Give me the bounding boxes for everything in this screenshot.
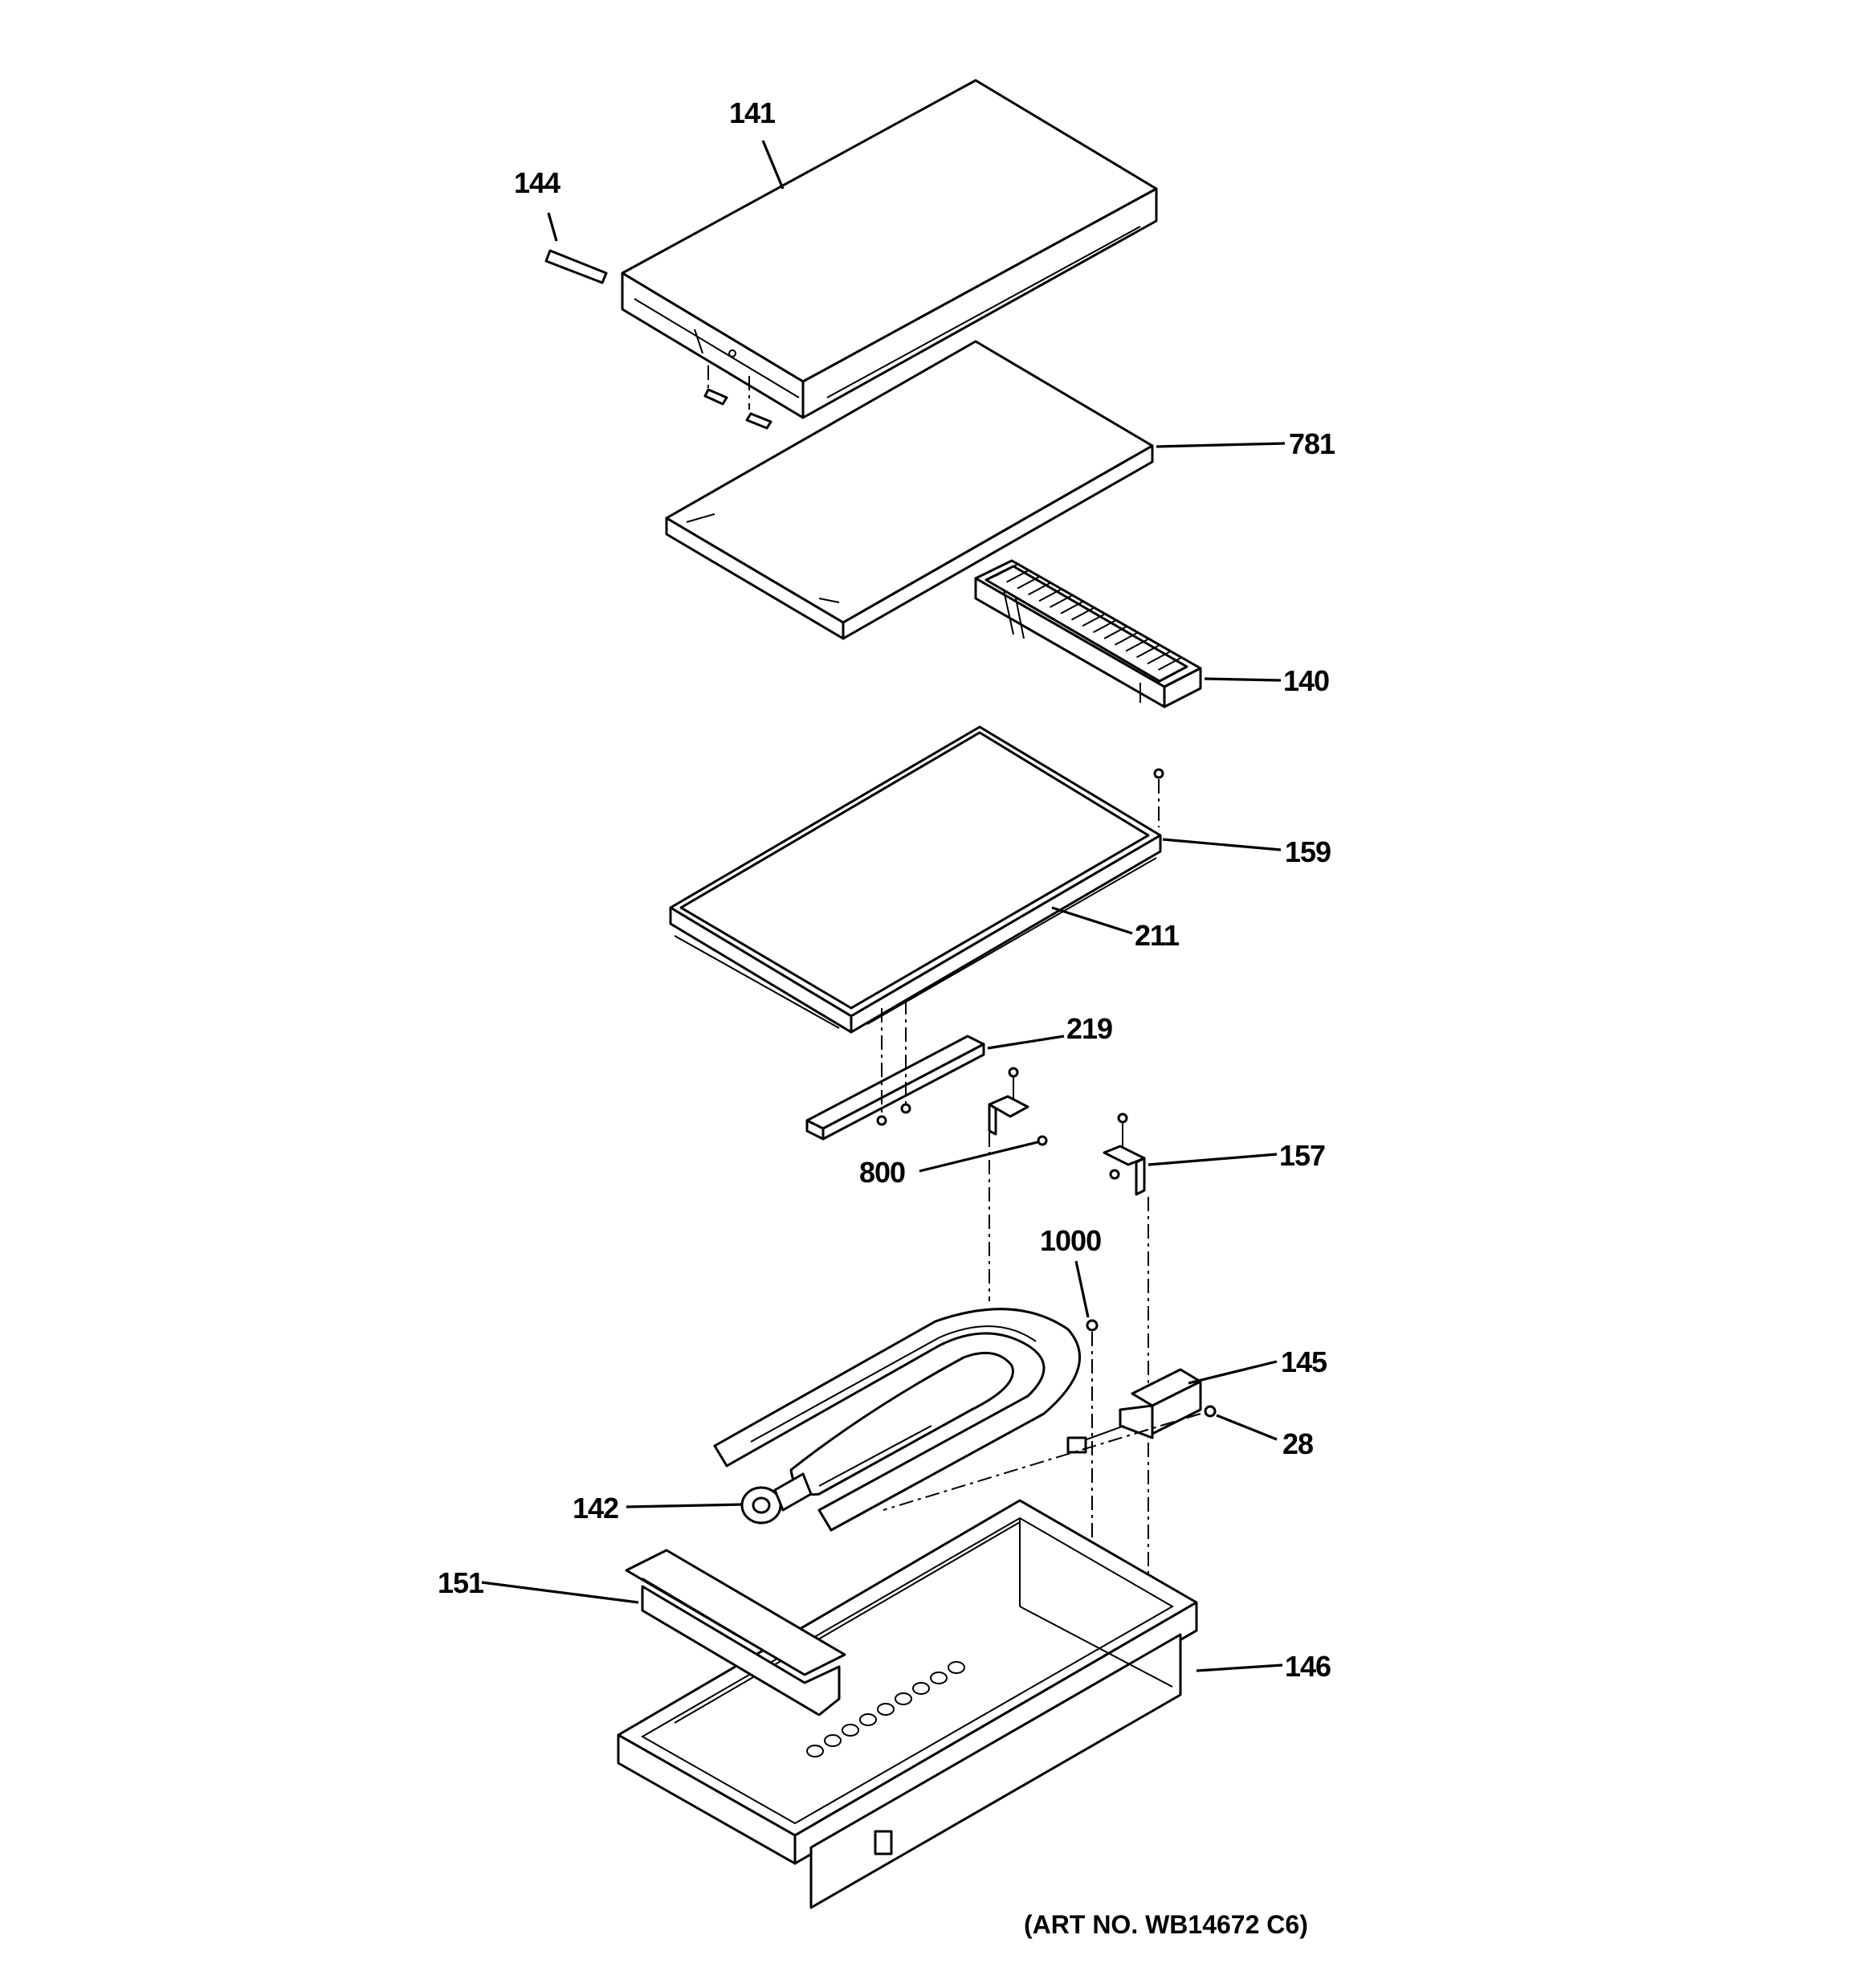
part-146-holes [806,1661,965,1757]
grille-slot [1038,588,1062,602]
callout-141: 141 [729,96,776,129]
vent-hole [859,1713,877,1726]
grille-slot [995,563,1019,577]
callout-144: 144 [514,166,561,199]
grille-slot [1103,626,1127,639]
part-146-box[interactable] [617,1499,1198,1909]
grille-slot [1115,631,1138,646]
callout-146: 146 [1285,1650,1331,1683]
callout-140: 140 [1283,664,1329,697]
grille-slot [1136,644,1160,659]
part-211-griddle[interactable] [669,725,1162,1034]
part-140-grille[interactable] [974,559,1202,708]
callout-151: 151 [438,1566,484,1599]
callout-219: 219 [1066,1012,1112,1045]
art-number: (ART NO. WB14672 C6) [1024,1910,1308,1939]
part-159-screw [1153,768,1164,827]
callout-1000: 1000 [1040,1224,1101,1257]
grille-slot [1017,575,1041,590]
grille-slot [1028,582,1051,596]
grille-slot [1093,619,1116,634]
callout-labels: 141 144 781 140 159 211 219 800 157 1000… [438,96,1336,1683]
part-141-cover[interactable] [621,79,1158,419]
callout-211: 211 [1135,919,1180,952]
grille-slot [1060,600,1084,614]
grille-slot [1050,594,1073,608]
vent-hole [842,1724,859,1737]
vent-hole [806,1745,824,1757]
part-151-tray[interactable] [625,1549,846,1717]
part-219-bracket[interactable] [805,1000,985,1141]
grille-slot [1158,657,1181,671]
callout-159: 159 [1285,835,1331,868]
grille-slot [1071,606,1095,621]
vent-hole [824,1734,842,1747]
vent-hole [930,1672,948,1684]
part-781-plate[interactable] [665,340,1154,640]
part-145-ignitor[interactable] [883,1368,1202,1511]
callout-800: 800 [859,1156,905,1189]
grille-slot [1006,569,1029,583]
part-144-rod[interactable] [544,249,608,284]
part-800-bracket[interactable] [988,1067,1048,1301]
leader-lines [481,140,1286,1672]
grille-slot [1147,651,1171,665]
callout-142: 142 [573,1492,618,1525]
callout-781: 781 [1289,427,1335,460]
grille-slot [1082,613,1106,627]
grille-slot [1125,638,1149,652]
vent-hole [895,1692,912,1705]
vent-hole [912,1682,930,1695]
vent-hole [877,1703,895,1716]
part-140-grille-slots [995,563,1181,671]
part-142-burner[interactable] [713,1308,1081,1532]
vent-hole [948,1661,965,1674]
callout-157: 157 [1279,1139,1325,1172]
part-28-screw[interactable] [1204,1405,1217,1418]
callout-145: 145 [1281,1345,1327,1378]
cover-screws [703,365,773,430]
part-157-bracket[interactable] [1103,1112,1149,1647]
callout-28: 28 [1282,1427,1313,1460]
